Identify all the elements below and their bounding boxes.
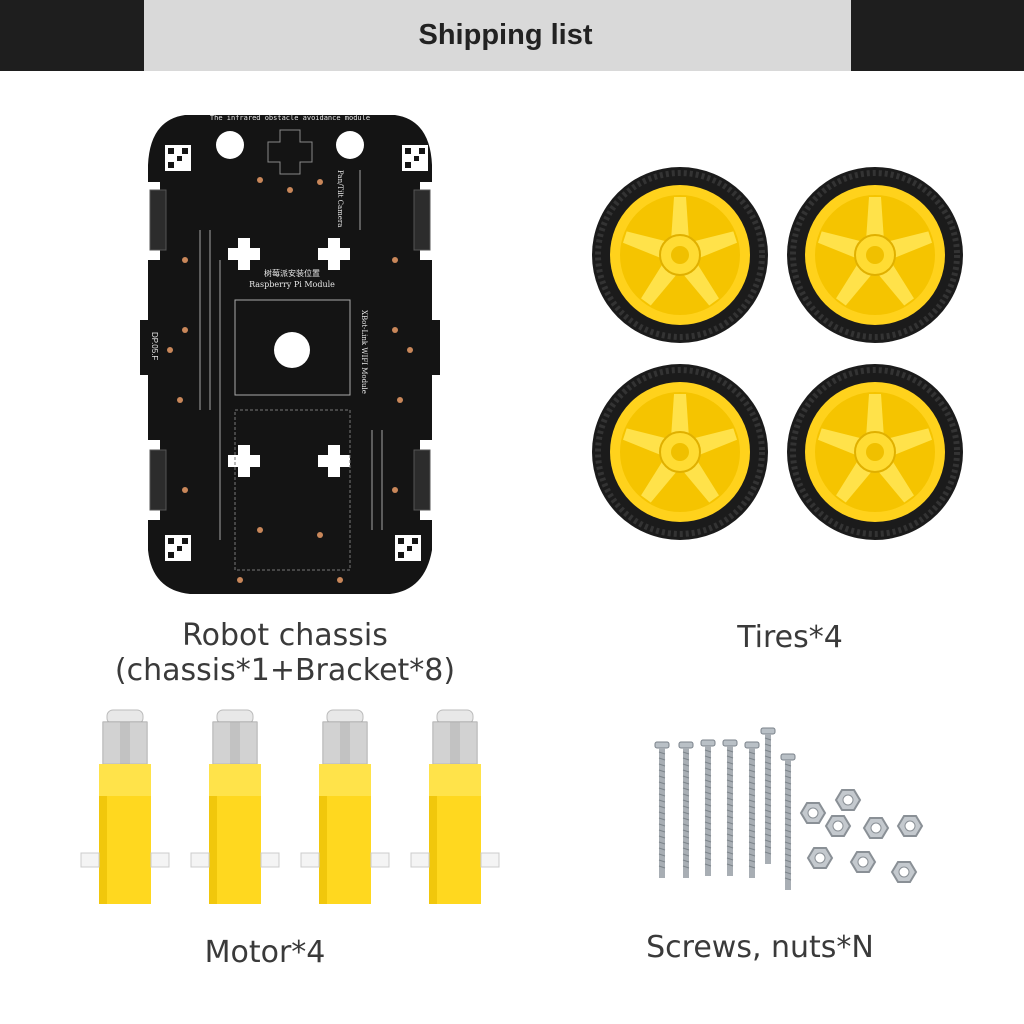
- caption-tires: Tires*4: [737, 620, 843, 655]
- tires-image: [585, 160, 975, 550]
- board-side-text: DP.05.F: [150, 332, 159, 360]
- robot-chassis-image: The infrared obstacle avoidance module 树…: [140, 114, 440, 594]
- board-camera-text: Pan/Tilt Camera: [336, 170, 344, 227]
- page-title: Shipping list: [418, 19, 593, 51]
- header-right-block: [851, 0, 1024, 71]
- caption-screws-nuts: Screws, nuts*N: [646, 930, 874, 965]
- board-wifi-text: XBot-Link WIFI Module: [360, 310, 368, 394]
- caption-robot-chassis: Robot chassis (chassis*1+Bracket*8): [114, 618, 456, 688]
- board-rpi-cn: 树莓派安装位置: [264, 268, 320, 278]
- motors-image: [80, 709, 500, 905]
- board-top-text: The infrared obstacle avoidance module: [210, 114, 370, 122]
- header-title-band: [144, 0, 851, 71]
- header-band: Shipping list: [0, 0, 1024, 71]
- header-left-block: [0, 0, 144, 71]
- board-rpi-en: Raspberry Pi Module: [249, 280, 335, 289]
- caption-motor: Motor*4: [204, 935, 326, 970]
- screws-nuts-image: [654, 727, 923, 891]
